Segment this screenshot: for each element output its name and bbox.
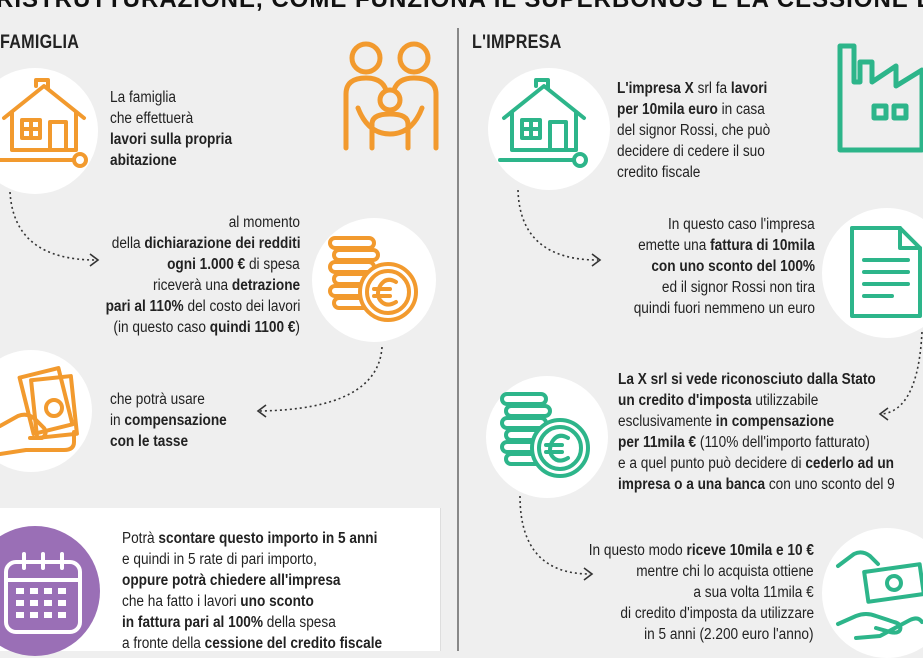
document-icon <box>850 226 922 318</box>
money-in-hand-icon <box>0 366 79 456</box>
house-icon-right <box>498 78 588 168</box>
impresa-intro-text: L'impresa X srl fa lavori per 10mila eur… <box>617 80 771 181</box>
factory-icon <box>837 43 923 153</box>
flow-arrow-right-2 <box>878 331 923 421</box>
section-title-famiglia: FAMIGLIA <box>0 32 80 53</box>
famiglia-intro-text: La famiglia che effettuerà lavori sulla … <box>110 89 233 169</box>
calendar-icon <box>4 552 82 634</box>
impresa-step2-text: In questo caso l'impresa emette una fatt… <box>633 216 815 317</box>
family-icon <box>343 41 439 151</box>
hand-payment-icon <box>836 550 923 640</box>
impresa-step3-text: La X srl si vede riconosciuto dalla Stat… <box>618 371 895 493</box>
house-icon <box>0 78 88 168</box>
section-title-impresa: L'IMPRESA <box>472 32 562 53</box>
column-divider <box>457 28 459 651</box>
header-band: RISTRUTTURAZIONE, COME FUNZIONA IL SUPER… <box>0 0 923 12</box>
impresa-step4-text: In questo modo riceve 10mila e 10 € ment… <box>588 542 814 643</box>
flow-arrow-right-3 <box>519 495 594 581</box>
famiglia-step2-text: al momento della dichiarazione dei reddi… <box>105 214 300 336</box>
euro-coins-icon <box>328 236 418 322</box>
flow-arrow-right-1 <box>517 189 602 267</box>
euro-coins-icon-right <box>500 392 590 478</box>
flow-arrow-2 <box>256 346 383 418</box>
flow-arrow-1 <box>9 191 100 267</box>
famiglia-step3-text: che potrà usare in compensazione con le … <box>110 391 227 450</box>
header-title: RISTRUTTURAZIONE, COME FUNZIONA IL SUPER… <box>0 0 923 12</box>
famiglia-summary-text: Potrà scontare questo importo in 5 anni … <box>122 530 383 652</box>
